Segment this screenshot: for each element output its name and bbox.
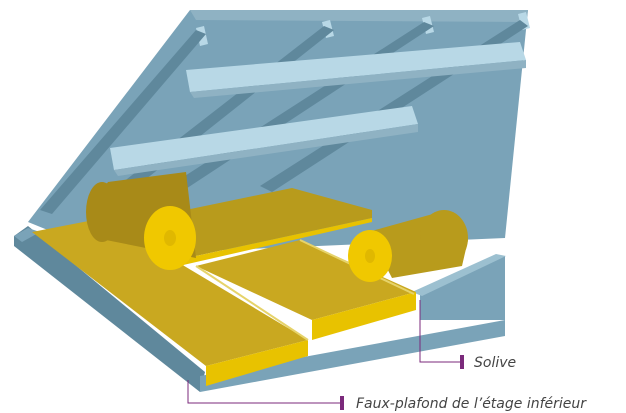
- roll-2-core: [365, 249, 375, 263]
- ceiling-callout-marker: [340, 396, 344, 410]
- joist-label: Solive: [474, 355, 516, 371]
- purlin-top: [186, 42, 526, 92]
- slope-rafter-1: [40, 30, 206, 214]
- purlin-middle: [110, 106, 418, 170]
- floor-front-edge: [200, 320, 505, 392]
- panel-seam-1: [195, 265, 309, 341]
- joist-callout-line: [419, 300, 460, 363]
- joist-right-top: [412, 254, 506, 296]
- insulation-sheet: [168, 188, 372, 262]
- insulation-panel-2-front: [312, 292, 416, 340]
- joist-right: [420, 256, 505, 320]
- insulation-panel-1: [32, 218, 308, 366]
- insulation-panel-2: [196, 240, 416, 320]
- purlin-middle-side: [114, 124, 418, 176]
- roll-1-core: [164, 230, 176, 246]
- floor-left-edge: [14, 226, 205, 392]
- ceiling-callout-line: [187, 380, 340, 404]
- insulation-sheet-edge: [168, 218, 372, 268]
- roll-2-back: [420, 210, 468, 266]
- insulation-panel-1-front: [206, 340, 308, 386]
- ceiling-label: Faux-plafond de l’étage inférieur: [356, 396, 587, 412]
- joist-callout-marker: [460, 355, 464, 369]
- purlin-top-side: [190, 60, 526, 98]
- floor-left-edge-top: [14, 228, 40, 242]
- roof-top-edge: [190, 10, 528, 22]
- roll-1-back: [86, 182, 118, 242]
